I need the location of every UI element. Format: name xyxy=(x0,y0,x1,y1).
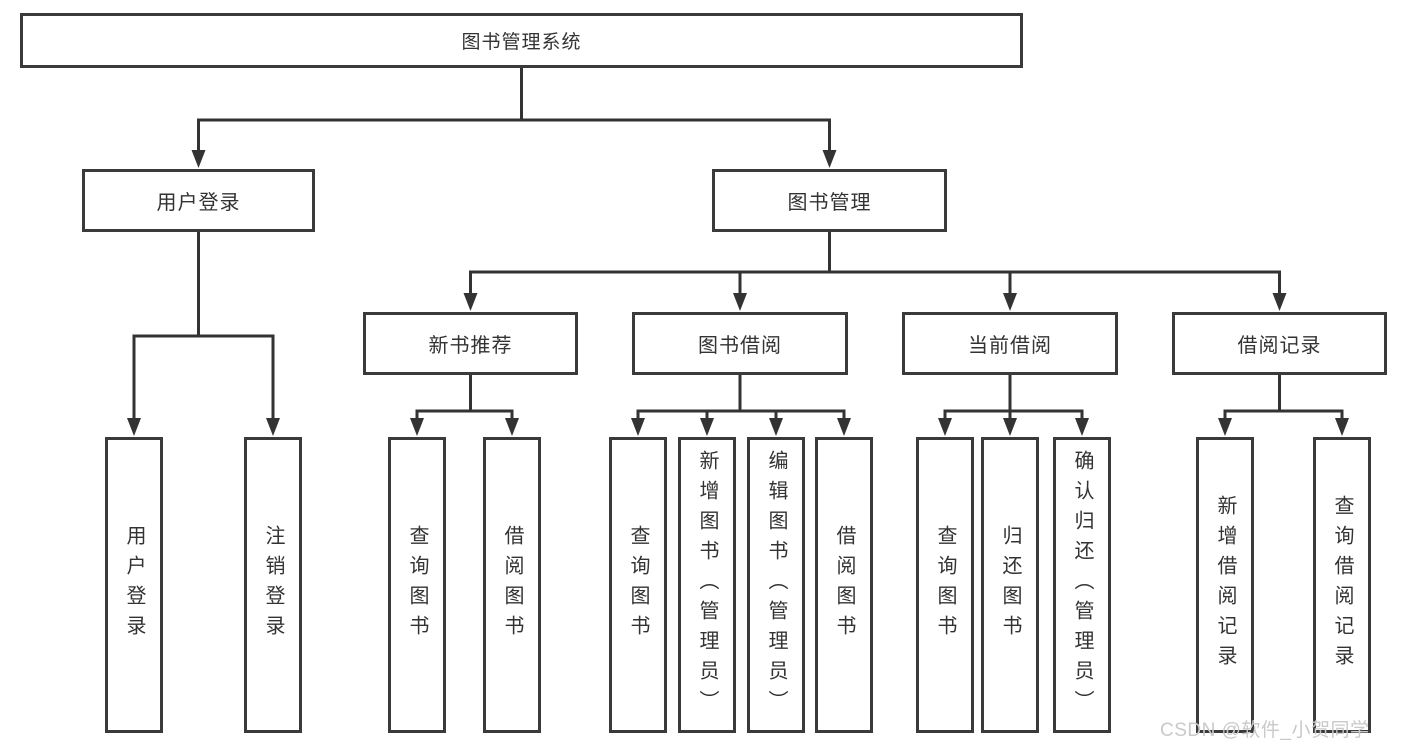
node-label: 新书推荐 xyxy=(428,335,513,357)
leaf-return-books: 归还图书 xyxy=(981,437,1039,733)
node-label: 归还图书 xyxy=(999,525,1021,645)
node-label: 用户登录 xyxy=(156,192,241,214)
node-label: 新增借阅记录 xyxy=(1214,495,1236,675)
node-borrowing-records: 借阅记录 xyxy=(1172,312,1387,375)
node-label: 确认归还（管理员） xyxy=(1071,450,1093,720)
node-label: 新增图书（管理员） xyxy=(696,450,718,720)
node-current-borrowing: 当前借阅 xyxy=(902,312,1118,375)
leaf-user-login: 用户登录 xyxy=(105,437,163,733)
leaf-query-books: 查询图书 xyxy=(916,437,974,733)
leaf-query-books: 查询图书 xyxy=(609,437,667,733)
leaf-logout: 注销登录 xyxy=(244,437,302,733)
node-label: 查询图书 xyxy=(934,525,956,645)
node-new-book-recommendation: 新书推荐 xyxy=(363,312,578,375)
node-label: 图书借阅 xyxy=(698,335,782,357)
node-label: 借阅记录 xyxy=(1237,335,1322,357)
leaf-query-borrow-record: 查询借阅记录 xyxy=(1313,437,1371,733)
leaf-borrow-books: 借阅图书 xyxy=(483,437,541,733)
node-label: 图书管理 xyxy=(787,192,872,214)
leaf-add-borrow-record: 新增借阅记录 xyxy=(1196,437,1254,733)
node-book-management: 图书管理 xyxy=(712,169,947,232)
node-label: 借阅图书 xyxy=(501,525,523,645)
node-label: 查询借阅记录 xyxy=(1331,495,1353,675)
node-label: 当前借阅 xyxy=(968,335,1052,357)
node-book-borrowing: 图书借阅 xyxy=(632,312,848,375)
node-label: 查询图书 xyxy=(627,525,649,645)
csdn-watermark: CSDN @软件_小贺同学 xyxy=(1160,720,1370,741)
node-label: 用户登录 xyxy=(123,525,145,645)
leaf-query-books: 查询图书 xyxy=(388,437,446,733)
node-user-login: 用户登录 xyxy=(82,169,315,232)
node-label: 图书管理系统 xyxy=(461,32,582,53)
node-label: 查询图书 xyxy=(406,525,428,645)
node-label: 借阅图书 xyxy=(833,525,855,645)
leaf-edit-book-admin: 编辑图书（管理员） xyxy=(747,437,805,733)
node-book-management-system: 图书管理系统 xyxy=(20,13,1023,68)
node-label: 编辑图书（管理员） xyxy=(765,450,787,720)
leaf-confirm-return-admin: 确认归还（管理员） xyxy=(1053,437,1111,733)
node-label: 注销登录 xyxy=(262,525,284,645)
leaf-borrow-books: 借阅图书 xyxy=(815,437,873,733)
leaf-add-book-admin: 新增图书（管理员） xyxy=(678,437,736,733)
